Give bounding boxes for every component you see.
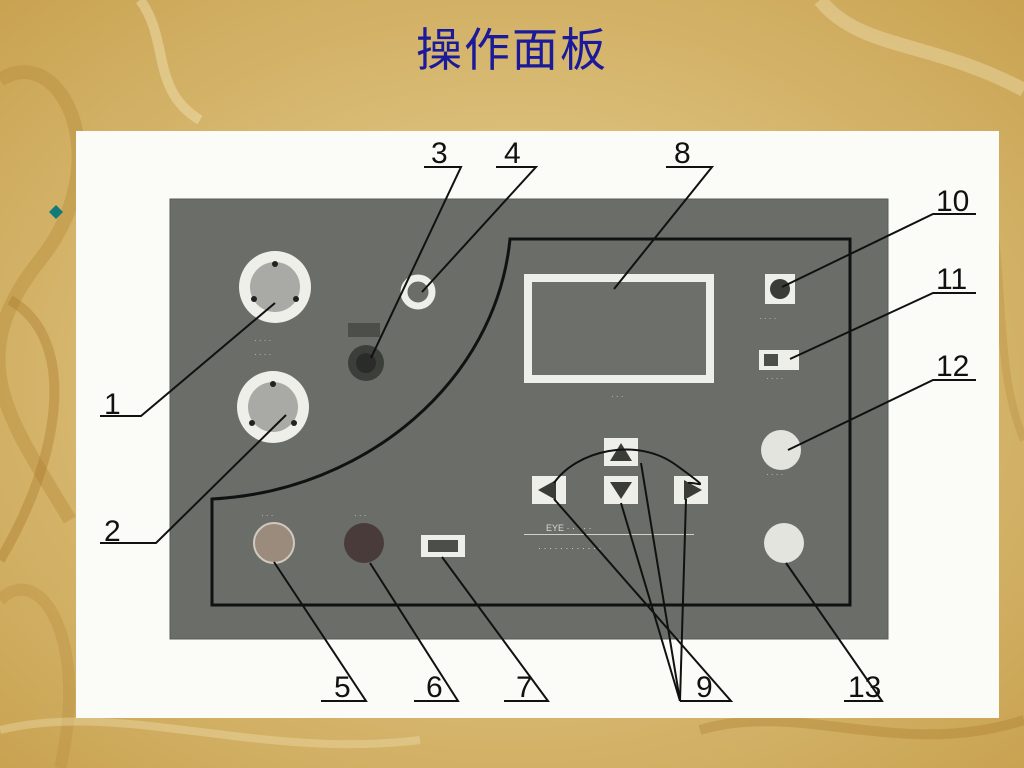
callout-13: 13 — [848, 671, 881, 704]
svg-text:· · ·: · · · — [354, 511, 366, 520]
callout-4: 4 — [504, 137, 521, 170]
button-12 — [761, 430, 801, 470]
callout-9: 9 — [696, 671, 713, 704]
knob-2 — [237, 371, 309, 443]
rocker-switch-11 — [759, 350, 799, 370]
indicator-light-5 — [253, 522, 295, 564]
arrow-left-key — [532, 476, 566, 504]
diamond-bullet-icon — [49, 205, 63, 219]
svg-text:· · · ·: · · · · — [759, 314, 776, 323]
svg-text:· · ·: · · · — [261, 511, 273, 520]
callout-10: 10 — [936, 185, 969, 218]
knob-1 — [239, 251, 311, 323]
svg-text:· · · · · · · · · · · ·: · · · · · · · · · · · · — [538, 543, 601, 553]
svg-text:· · · ·: · · · · — [254, 336, 271, 345]
svg-text:· · ·: · · · — [611, 392, 623, 401]
indicator-light-6 — [344, 523, 384, 563]
arrow-keys-9 — [532, 438, 708, 504]
callout-3: 3 — [431, 137, 448, 170]
callout-2: 2 — [104, 515, 121, 548]
arrow-right-key — [674, 476, 708, 504]
panel-region-outline — [210, 237, 852, 607]
display-screen-8 — [524, 274, 714, 383]
button-10 — [765, 274, 795, 304]
callout-5: 5 — [334, 671, 351, 704]
svg-text:EYE · · · · ·: EYE · · · · · — [546, 523, 592, 533]
button-13 — [764, 523, 804, 563]
arrow-down-key — [604, 476, 638, 504]
svg-text:· · · ·: · · · · — [254, 350, 271, 359]
svg-text:· · · ·: · · · · — [766, 374, 783, 383]
ring-indicator-4 — [400, 274, 436, 310]
usb-socket-7 — [421, 535, 465, 557]
callout-6: 6 — [426, 671, 443, 704]
callout-7: 7 — [516, 671, 533, 704]
svg-text:· · · ·: · · · · — [766, 470, 783, 479]
callout-12: 12 — [936, 350, 969, 383]
callout-1: 1 — [104, 388, 121, 421]
callout-11: 11 — [936, 263, 967, 296]
arrow-up-key — [604, 438, 638, 466]
callout-8: 8 — [674, 137, 691, 170]
rotary-switch-3 — [348, 323, 384, 381]
control-panel-diagram: EYE · · · · · · · · · · · · · · · · · — [76, 131, 999, 718]
slide-title: 操作面板 — [416, 23, 608, 77]
leader-lines — [100, 166, 976, 702]
